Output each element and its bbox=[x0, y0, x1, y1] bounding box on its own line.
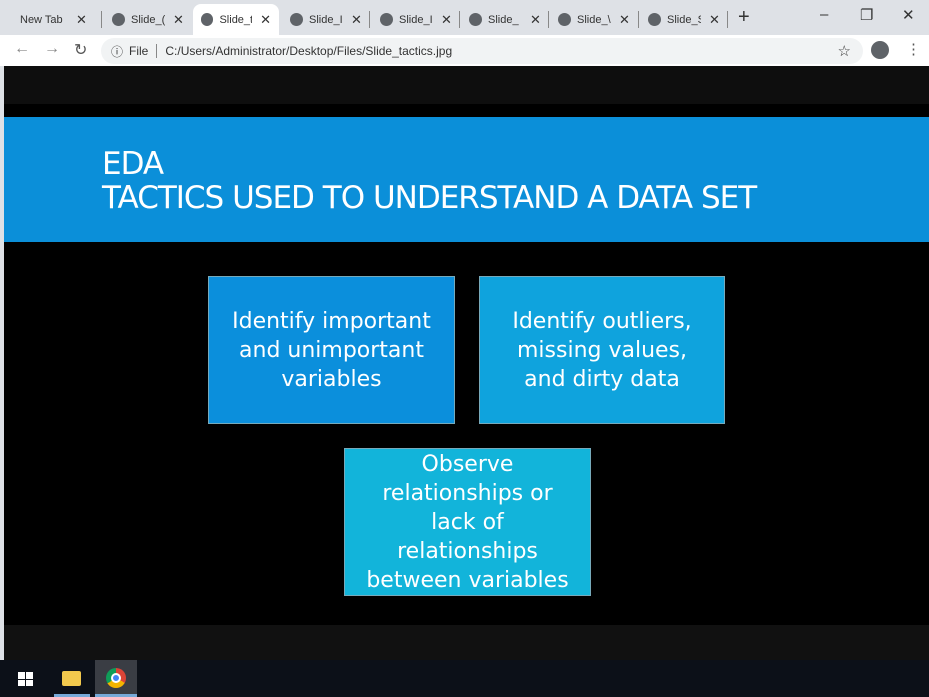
tab-slide[interactable]: Slide_\ ✕ bbox=[550, 4, 638, 35]
forward-icon[interactable]: → bbox=[44, 40, 60, 57]
tab-slide[interactable]: Slide_I ✕ bbox=[372, 4, 460, 35]
close-icon[interactable]: ✕ bbox=[441, 11, 452, 27]
close-icon[interactable]: ✕ bbox=[76, 11, 87, 27]
tab-slide-active[interactable]: Slide_t ✕ bbox=[193, 4, 279, 35]
close-icon[interactable]: ✕ bbox=[173, 11, 184, 27]
globe-icon bbox=[648, 13, 661, 26]
close-icon[interactable]: ✕ bbox=[619, 11, 630, 27]
tactic-box: Identify important and unimportant varia… bbox=[208, 276, 455, 424]
profile-icon[interactable] bbox=[871, 41, 889, 59]
new-tab-button[interactable]: + bbox=[738, 6, 750, 28]
slide-title-line1: EDA bbox=[102, 146, 164, 182]
close-window-button[interactable]: ✕ bbox=[902, 7, 915, 24]
back-icon[interactable]: ← bbox=[14, 40, 30, 57]
tab-bar: New Tab ✕ Slide_( ✕ Slide_t ✕ Slide_I ✕ Slid… bbox=[0, 0, 929, 35]
restore-button[interactable]: ❐ bbox=[860, 7, 874, 24]
tab-slide[interactable]: Slide_S ✕ bbox=[640, 4, 728, 35]
tab-label: Slide_( bbox=[131, 13, 165, 26]
menu-icon[interactable]: ⋮ bbox=[906, 41, 921, 58]
globe-icon bbox=[290, 13, 303, 26]
slide-header: EDA TACTICS USED TO UNDERSTAND A DATA SE… bbox=[4, 117, 929, 242]
close-icon[interactable]: ✕ bbox=[260, 11, 271, 27]
chrome-icon bbox=[106, 668, 126, 688]
minimize-button[interactable]: – bbox=[820, 6, 829, 23]
reload-icon[interactable]: ↻ bbox=[74, 42, 88, 59]
globe-icon bbox=[558, 13, 571, 26]
image-viewer: EDA TACTICS USED TO UNDERSTAND A DATA SE… bbox=[4, 66, 929, 660]
close-icon[interactable]: ✕ bbox=[709, 11, 720, 27]
tab-label: Slide_\ bbox=[577, 13, 611, 26]
file-explorer-icon[interactable] bbox=[62, 671, 81, 686]
globe-icon bbox=[112, 13, 125, 26]
info-icon: ⓘ bbox=[111, 44, 124, 59]
tab-label: Slide_I bbox=[399, 13, 433, 26]
tab-label: Slide_t bbox=[219, 13, 253, 26]
tactic-box: Observe relationships or lack of relatio… bbox=[344, 448, 591, 596]
globe-icon bbox=[380, 13, 393, 26]
chrome-taskbar-button[interactable] bbox=[95, 660, 137, 697]
tab-label: Slide_I bbox=[309, 13, 343, 26]
scheme-label: File bbox=[129, 44, 149, 58]
tab-slide[interactable]: Slide_I ✕ bbox=[282, 4, 370, 35]
windows-start-icon[interactable] bbox=[18, 672, 33, 686]
tab-slide[interactable]: Slide_ ✕ bbox=[461, 4, 549, 35]
tab-label: Slide_ bbox=[488, 13, 519, 26]
globe-icon bbox=[469, 13, 482, 26]
toolbar: ← → ↻ ⓘ File C:/Users/Administrator/Desk… bbox=[0, 35, 929, 66]
tab-label: Slide_S bbox=[667, 13, 701, 26]
url-text[interactable]: C:/Users/Administrator/Desktop/Files/Sli… bbox=[165, 44, 453, 58]
tactic-box: Identify outliers, missing values, and d… bbox=[479, 276, 725, 424]
taskbar bbox=[0, 660, 929, 697]
star-icon[interactable]: ☆ bbox=[837, 43, 851, 60]
tab-new-tab[interactable]: New Tab ✕ bbox=[12, 4, 95, 35]
close-icon[interactable]: ✕ bbox=[351, 11, 362, 27]
tab-label: New Tab bbox=[20, 13, 63, 26]
slide-title-line2: TACTICS USED TO UNDERSTAND A DATA SET bbox=[102, 180, 757, 216]
address-bar[interactable]: ⓘ File C:/Users/Administrator/Desktop/Fi… bbox=[101, 38, 863, 64]
close-icon[interactable]: ✕ bbox=[530, 11, 541, 27]
tab-slide[interactable]: Slide_( ✕ bbox=[104, 4, 192, 35]
globe-icon bbox=[201, 13, 214, 26]
